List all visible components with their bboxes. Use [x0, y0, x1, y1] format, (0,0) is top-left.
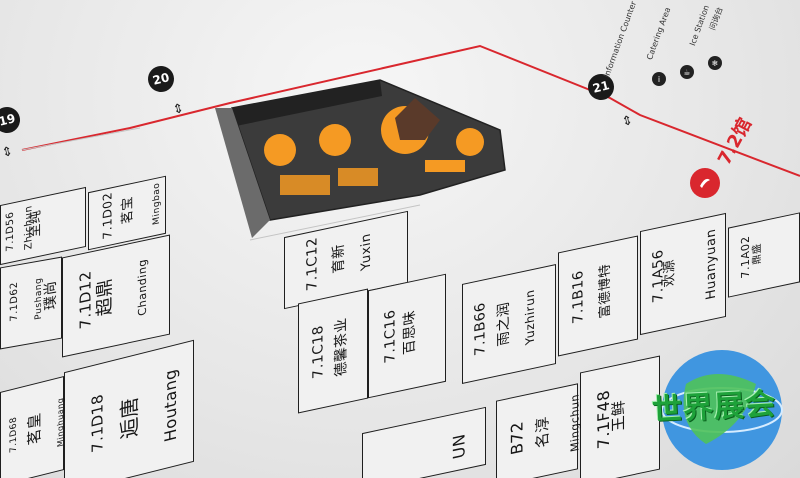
booth-name-cn: 欢源: [662, 257, 678, 289]
booth-name-cn: 茗皇: [25, 410, 44, 447]
booth-7-1D62[interactable]: 7.1D62 Pushang 璞尚: [0, 256, 62, 350]
booth-name-en: Minghuang: [56, 396, 66, 448]
booth-name-en: Houtang: [161, 367, 181, 444]
booth-id: 7.1D12: [76, 269, 95, 331]
round-table: [456, 128, 484, 156]
booth-id: 7.1C16: [382, 308, 399, 365]
featured-stand-side-wall: [215, 108, 270, 238]
booth-id: 7.1C18: [310, 323, 327, 380]
info-icon: i: [652, 72, 666, 86]
globe-icon: [661, 350, 783, 470]
booth-7-1B16[interactable]: 7.1B16 富德博特: [558, 235, 638, 357]
hall-boundary-line: [21, 44, 800, 177]
pyramid-display: [395, 98, 440, 140]
booth-id: 7.1A02: [738, 234, 752, 280]
seating-block: [338, 168, 378, 186]
counter-block: [425, 160, 465, 172]
booth-name-en: Yuzhirun: [522, 288, 537, 347]
booth-7-1A56[interactable]: 7.1A56 欢源 Huanyuan: [640, 212, 726, 336]
booth-id: 7.1B66: [472, 300, 489, 357]
booth-id: 7.1D62: [9, 280, 21, 323]
booth-name-en: Chanding: [136, 257, 150, 317]
booth-id: 7.1D18: [88, 392, 107, 455]
watermark-logo: 世界展会: [646, 344, 800, 478]
booth-name-cn: 璞尚: [42, 279, 59, 312]
booth-name-cn: 王鲜: [609, 398, 628, 434]
booth-id: 7.1D56: [5, 210, 17, 253]
booth-name-en: Mingbao: [152, 181, 163, 226]
booth-7-1C18[interactable]: 7.1C18 德馨茶业: [298, 288, 368, 414]
aisle-line: [21, 127, 141, 151]
booth-7-1B66[interactable]: 7.1B66 雨之润 Yuzhirun: [462, 264, 556, 384]
featured-stand-wall: [232, 80, 382, 126]
ice-icon: ❄: [708, 56, 722, 70]
booth-name-cn: 富德博特: [597, 261, 613, 320]
booth-name-cn: 茗宝: [120, 194, 136, 226]
booth-id: B72: [507, 419, 527, 457]
booth-B72[interactable]: B72 名淳 Mingchun: [496, 383, 582, 478]
booth-id: 7.1C12: [304, 235, 321, 292]
booth-name-cn: 百思味: [402, 308, 419, 356]
aisle-marker-label: 20: [151, 70, 171, 88]
aisle-line: [249, 204, 421, 241]
booth-name-en: Mingchun: [568, 392, 582, 454]
round-table: [319, 124, 351, 156]
booth-7-1D68[interactable]: 7.1D68 茗皇 Minghuang: [0, 376, 66, 478]
food-icon: ☕: [680, 65, 694, 79]
booth-id: 7.1D02: [100, 190, 115, 241]
aisle-marker-label: 19: [0, 111, 17, 129]
booth-name-cn: 德馨茶业: [333, 316, 350, 378]
round-table: [264, 134, 296, 166]
aisle-marker-label: 21: [591, 78, 611, 96]
booth-name-cn: 育新: [330, 242, 347, 275]
booth-name-en: Huanyuan: [704, 227, 720, 301]
booth-name-cn: 逅唐: [117, 394, 142, 442]
booth-name-cn: 鼎盛: [752, 242, 763, 266]
watermark-text: 世界展会: [651, 386, 778, 429]
booth-name-cn: 超鼎: [94, 276, 116, 318]
seating-block: [280, 175, 330, 195]
booth-7-1C16[interactable]: 7.1C16 百思味: [368, 273, 446, 399]
booth-name-en: Yuxin: [359, 231, 375, 272]
booth-id: UN: [449, 431, 469, 461]
booth-name-cn: 至纯: [28, 208, 44, 239]
booth-name-cn: 名淳: [533, 414, 552, 450]
booth-id: 7.1B16: [570, 268, 587, 325]
hall-logo-mark: [700, 178, 710, 188]
hall-logo-icon: [690, 168, 720, 198]
booth-name-cn: 雨之润: [496, 300, 513, 348]
booth-id: 7.1D68: [8, 415, 19, 454]
